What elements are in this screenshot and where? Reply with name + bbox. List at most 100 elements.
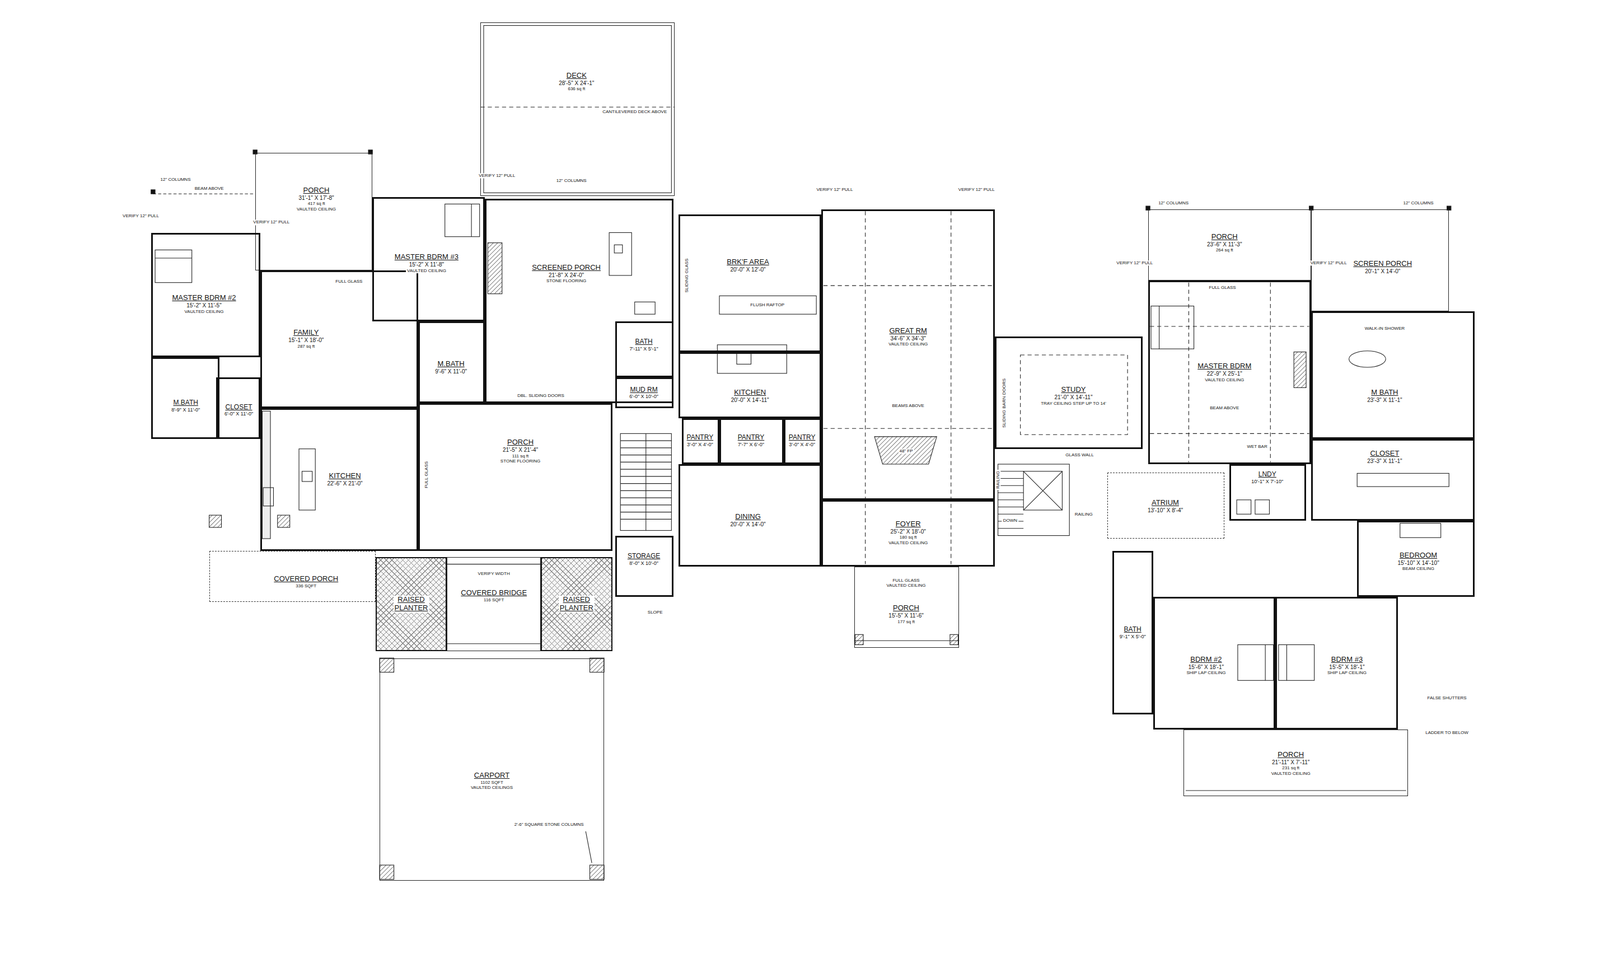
room-name: STORAGE [626,552,662,561]
room-note: FULL GLASS [891,577,921,583]
room-name: MASTER BDRM [1196,362,1253,371]
room-name: DECK [565,71,588,81]
open-area: ATRIUM13'-10" X 8'-4" [1107,472,1225,539]
room-label: BDRM #315'-5" X 18'-1"SHIP LAP CEILING [1326,655,1368,676]
column-post [277,515,290,528]
room-dimension: 9'-1" X 5'-0" [1118,633,1148,640]
room-label: PANTRY3'-0" X 4'-0" [685,433,715,448]
room: PANTRY3'-0" X 4'-0" [681,418,720,465]
room-note: 417 sq ft [306,200,327,207]
room-label: DINING20'-0" X 14'-0" [728,512,767,528]
room-label: CLOSET23'-3" X 11'-1" [1365,449,1403,465]
fireplace [1293,352,1307,388]
plan-note: GLASS WALL [1064,452,1095,458]
room-label: LNDY10'-1" X 7'-10" [1250,470,1285,485]
stone-column [590,657,605,673]
room-name: PANTRY [736,433,766,442]
room-dimension: 15'-10" X 14'-10" [1396,559,1440,567]
room-name: PORCH [1210,232,1239,242]
plan-note: VERIFY 12" PULL [1309,260,1349,266]
room-dimension: 23'-3" X 11'-1" [1365,396,1403,404]
room-name: CLOSET [1368,449,1401,458]
room-name: M BATH [1369,388,1400,397]
room-name: PORCH [506,438,535,447]
plan-note: VERIFY 12" PULL [1115,260,1154,266]
plan-note: VERIFY 12" PULL [251,220,291,226]
room-note: 1102 SQFT [479,779,505,785]
room: BRK'F AREA20'-0" X 12'-0" [678,214,822,353]
room-name: M.BATH [171,399,199,407]
room-name: PORCH [302,186,331,195]
room-note: SHIP LAP CEILING [1326,670,1368,676]
room-dimension: 25'-2" X 18'-0" [889,528,928,536]
room-dimension: 28'-5" X 24'-1" [557,80,596,87]
room-label: STORAGE8'-0" X 10'-0" [626,552,662,566]
column-post [151,189,156,194]
stone-column [379,657,395,673]
room-note: VERIFY WIDTH [476,571,512,577]
room: PANTRY7'-7" X 6'-0" [719,418,784,465]
stone-column [590,864,605,880]
room-name: MASTER BDRM #2 [170,293,237,303]
room-label: PORCH21'-11" X 7'-11"231 sq ftVAULTED CE… [1270,750,1312,776]
room: M.BATH8'-9" X 11'-0" [151,357,220,439]
plan-note: FULL GLASS [423,459,429,489]
room-name: PORCH [891,604,921,613]
room-dimension: 8'-0" X 10'-0" [628,560,660,566]
room-note: 264 sq ft [1214,247,1235,253]
pillow-line [471,203,472,237]
kitchen-island [298,448,316,511]
pillow-line [1286,644,1288,681]
room-name: CARPORT [473,771,511,780]
room-name: KITCHEN [732,388,767,397]
plan-note: RAILING [1073,511,1094,517]
room-dimension: 6'-0" X 11'-0" [223,410,255,417]
room-name: GREAT RM [887,326,928,336]
room-name: PANTRY [787,433,817,442]
plan-note: 2'-6" SQUARE STONE COLUMNS [513,821,586,827]
stair-opening [1023,471,1063,511]
outdoor-island [609,232,632,276]
bed [1400,523,1442,538]
room: MASTER BDRM #215'-2" X 11'-5"VAULTED CEI… [151,232,261,358]
room-dimension: 34'-6" X 34'-3" [889,335,928,343]
grill [634,301,656,315]
breakfast-table [719,295,817,315]
room-note: TRAY CEILING STEP UP TO 14' [1039,400,1108,406]
open-area: COVERED PORCH336 SQFT [209,550,376,602]
plan-note: LADDER TO BELOW [1424,730,1470,736]
room-note: STONE FLOORING [545,278,588,284]
room: BATH9'-1" X 5'-0" [1112,550,1154,715]
room-name: RAISED PLANTER [393,595,430,613]
room-label: SCREEN PORCH20'-1" X 14'-0" [1351,259,1414,275]
room-label: MASTER BDRM #315'-2" X 11'-8"VAULTED CEI… [393,253,460,274]
room: M.BATH9'-6" X 11'-0" [418,321,485,404]
plan-note: VERIFY 12" PULL [957,186,996,193]
room-dimension: 20'-0" X 14'-0" [728,521,767,528]
room-note: 287 sq ft [296,343,316,349]
room-name: CLOSET [223,403,254,412]
room: PORCH21'-5" X 21'-4"111 sq ftSTONE FLOOR… [418,403,612,551]
plan-note: VERIFY 12" PULL [477,172,517,179]
plan-note: BEAM ABOVE [193,186,226,192]
sink [302,471,313,482]
room-label: MASTER BDRM #215'-2" X 11'-5"VAULTED CEI… [170,293,237,315]
room-name: BDRM #2 [1189,655,1223,664]
room-label: PORCH31'-1" X 17'-8"417 sq ftVAULTED CEI… [295,186,338,212]
room: STORAGE8'-0" X 10'-0" [615,535,674,597]
room-dimension: 22'-9" X 25'-1" [1205,370,1244,378]
room-name: ATRIUM [1150,498,1181,508]
room-name: STUDY [1059,385,1087,395]
plan-note: FULL GLASS [1208,284,1238,290]
room-note: 177 sq ft [896,619,916,625]
room-name: COVERED PORCH [272,574,340,584]
room-name: PANTRY [685,433,715,442]
closet-island [1357,473,1449,487]
room-label: CLOSET6'-0" X 11'-0" [223,403,255,418]
room-note: 636 sq ft [566,86,587,92]
room-dimension: 21'-8" X 24'-0" [547,272,586,279]
room-label: VERIFY WIDTH [476,571,512,577]
porch-rail [1185,790,1407,792]
